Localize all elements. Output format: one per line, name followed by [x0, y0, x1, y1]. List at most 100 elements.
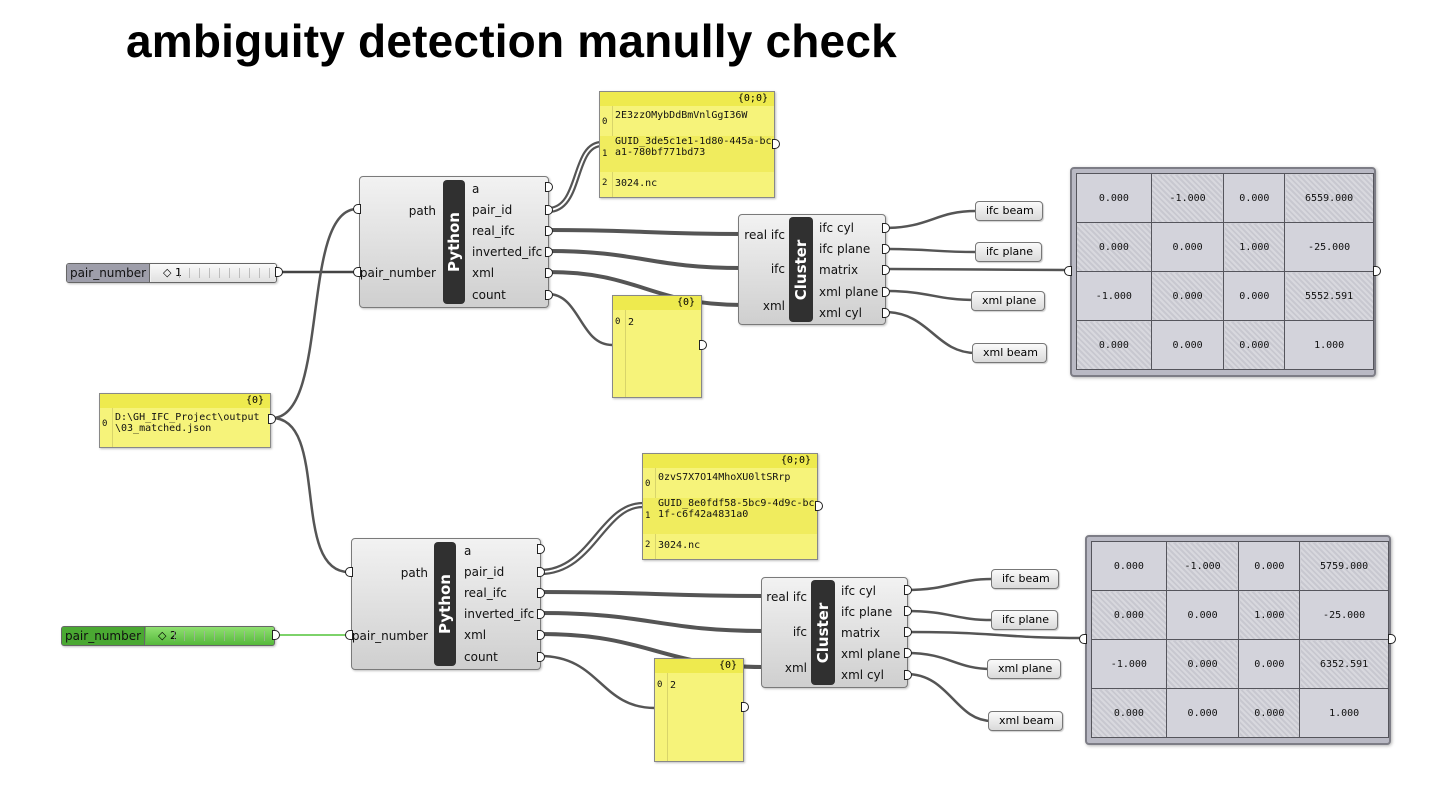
input-path[interactable]: path	[400, 566, 428, 580]
cluster1-output-grip[interactable]	[882, 265, 890, 275]
panel1-output-grip[interactable]	[772, 139, 780, 149]
cluster2-output-grip[interactable]	[904, 585, 912, 595]
output-real-ifc[interactable]: real_ifc	[464, 586, 507, 600]
wire-pairid-to-panel2[interactable]	[538, 501, 645, 576]
output-a[interactable]: a	[464, 544, 472, 558]
output-xml-cyl[interactable]: xml cyl	[819, 306, 862, 320]
xml-beam-output-2[interactable]: xml beam	[988, 711, 1063, 731]
python1-output-grip[interactable]	[545, 290, 553, 300]
panel2-output-grip[interactable]	[815, 501, 823, 511]
cluster-component-bar[interactable]: Cluster	[789, 217, 813, 322]
cluster-component-bar[interactable]: Cluster	[811, 580, 835, 685]
slider-value[interactable]: ◇ 1	[151, 264, 276, 282]
python2-input-grip[interactable]	[345, 567, 353, 577]
python1-input-grip[interactable]	[353, 204, 361, 214]
output-xml-plane[interactable]: xml plane	[841, 647, 901, 661]
python1-output-grip[interactable]	[545, 205, 553, 215]
input-xml[interactable]: xml	[784, 661, 807, 675]
output-xml-cyl[interactable]: xml cyl	[841, 668, 884, 682]
python-component-1[interactable]: Python path pair_number a pair_id real_i…	[359, 176, 549, 308]
ifc-beam-output-1[interactable]: ifc beam	[975, 201, 1043, 221]
wire-invertedifc-to-cluster2[interactable]	[538, 611, 766, 633]
cluster2-output-grip[interactable]	[904, 627, 912, 637]
output-xml-plane[interactable]: xml plane	[819, 285, 879, 299]
wire-realifc-to-cluster1[interactable]	[546, 228, 744, 236]
wire-ifcplane2-to-ifcplane2[interactable]	[904, 609, 994, 622]
python-component-bar[interactable]: Python	[434, 542, 456, 666]
python2-output-grip[interactable]	[537, 567, 545, 577]
output-inverted-ifc[interactable]: inverted_ifc	[472, 245, 543, 259]
cluster1-output-grip[interactable]	[882, 287, 890, 297]
output-ifc-plane[interactable]: ifc plane	[819, 242, 871, 256]
output-ifc-plane[interactable]: ifc plane	[841, 605, 893, 619]
wire-matrix2-to-matrix-panel2[interactable]	[904, 630, 1085, 640]
python-component-2[interactable]: Python path pair_number a pair_id real_i…	[351, 538, 541, 670]
pair-number-slider-2[interactable]: pair_number ◇ 2	[61, 626, 275, 646]
path-panel-output-grip[interactable]	[268, 414, 276, 424]
wire-xmlplane2-to-xmlplane2[interactable]	[904, 651, 994, 671]
count-panel1-output-grip[interactable]	[699, 340, 707, 350]
output-a[interactable]: a	[472, 182, 480, 196]
matrix1-output-grip[interactable]	[1373, 266, 1381, 276]
output-count[interactable]: count	[472, 288, 506, 302]
ifc-plane-output-2[interactable]: ifc plane	[991, 610, 1058, 630]
input-ifc[interactable]: ifc	[792, 625, 807, 639]
output-ifc-cyl[interactable]: ifc cyl	[819, 221, 855, 235]
output-count[interactable]: count	[464, 650, 498, 664]
matrix2-input-grip[interactable]	[1079, 634, 1087, 644]
slider1-output-grip[interactable]	[275, 267, 283, 277]
wire-count-to-countpanel1[interactable]	[546, 292, 614, 347]
python1-output-grip[interactable]	[545, 226, 553, 236]
wire-ifcplane1-to-ifcplane1[interactable]	[882, 247, 978, 254]
wire-pairid-to-panel1[interactable]	[546, 140, 604, 214]
ifc-plane-output-1[interactable]: ifc plane	[975, 242, 1042, 262]
slider-track[interactable]	[174, 631, 268, 641]
wire-realifc-to-cluster2[interactable]	[538, 590, 766, 598]
output-xml[interactable]: xml	[464, 628, 487, 642]
cluster2-output-grip[interactable]	[904, 670, 912, 680]
wire-matrix1-to-matrix-panel1[interactable]	[882, 267, 1070, 272]
xml-plane-output-2[interactable]: xml plane	[987, 659, 1062, 679]
python1-output-grip[interactable]	[545, 268, 553, 278]
input-ifc[interactable]: ifc	[770, 262, 785, 276]
matrix2-output-grip[interactable]	[1388, 634, 1396, 644]
ifc-beam-output-2[interactable]: ifc beam	[991, 569, 1059, 589]
count-panel2-output-grip[interactable]	[741, 702, 749, 712]
python1-output-grip[interactable]	[545, 182, 553, 192]
wire-xml-to-cluster1[interactable]	[546, 270, 744, 307]
wire-path-to-python1[interactable]	[270, 207, 359, 420]
output-ifc-cyl[interactable]: ifc cyl	[841, 584, 877, 598]
cluster1-output-grip[interactable]	[882, 244, 890, 254]
python-component-bar[interactable]: Python	[443, 180, 465, 304]
xml-plane-output-1[interactable]: xml plane	[971, 291, 1046, 311]
python2-output-grip[interactable]	[537, 630, 545, 640]
xml-beam-output-1[interactable]: xml beam	[972, 343, 1047, 363]
cluster-component-1[interactable]: Cluster real ifc ifc xml ifc cyl ifc pla…	[738, 214, 886, 325]
slider-track[interactable]	[179, 268, 270, 278]
output-matrix[interactable]: matrix	[841, 626, 881, 640]
output-pair-id[interactable]: pair_id	[464, 565, 505, 579]
input-real-ifc[interactable]: real ifc	[744, 228, 785, 242]
input-real-ifc[interactable]: real ifc	[766, 590, 807, 604]
slider-value[interactable]: ◇ 2	[146, 627, 274, 645]
pair-number-slider-1[interactable]: pair_number ◇ 1	[66, 263, 277, 283]
input-pair-number[interactable]: pair_number	[359, 266, 436, 280]
cluster1-output-grip[interactable]	[882, 223, 890, 233]
wire-ifccyl1-to-ifcbeam1[interactable]	[882, 209, 978, 230]
python2-input-grip[interactable]	[345, 630, 353, 640]
python1-input-grip[interactable]	[353, 267, 361, 277]
python2-output-grip[interactable]	[537, 652, 545, 662]
cluster1-output-grip[interactable]	[882, 308, 890, 318]
wire-xmlcyl2-to-xmlbeam2[interactable]	[904, 672, 994, 723]
wire-path-to-python2[interactable]	[270, 416, 351, 574]
input-xml[interactable]: xml	[762, 299, 785, 313]
output-inverted-ifc[interactable]: inverted_ifc	[464, 607, 535, 621]
output-pair-id[interactable]: pair_id	[472, 203, 513, 217]
wire-count-to-countpanel2[interactable]	[538, 654, 657, 710]
